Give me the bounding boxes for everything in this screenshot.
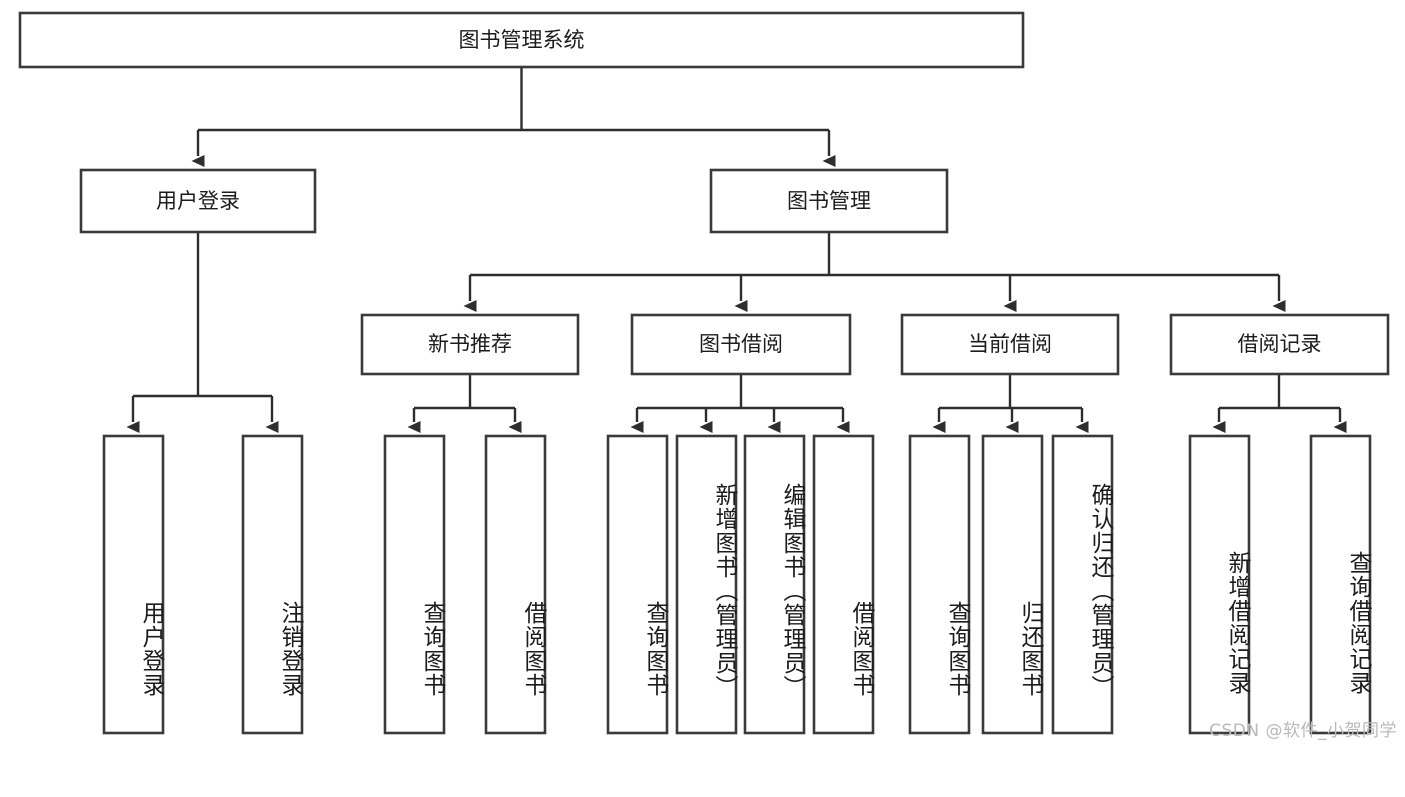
csdn-watermark: CSDN @软件_小贺同学 [1209, 721, 1397, 741]
connector-layer [126, 67, 1347, 433]
node-user-login[interactable]: 用户登录 [79, 168, 317, 234]
node-borrow-record-label: 借阅记录 [1238, 332, 1322, 356]
leaf-edit-book-admin-box[interactable] [743, 434, 806, 735]
leaf-return-book-box[interactable] [981, 434, 1044, 735]
node-new-book-recommend[interactable]: 新书推荐 [360, 313, 580, 376]
node-layer: 图书管理系统 用户登录 图书管理 新书推荐 图书借阅 [18, 11, 1390, 735]
leaf-query-book-current-box[interactable] [908, 434, 971, 735]
leaf-query-book-rec-box[interactable] [383, 434, 446, 735]
node-current-borrow[interactable]: 当前借阅 [900, 313, 1120, 376]
node-user-login-box[interactable] [79, 168, 317, 234]
node-book-borrow[interactable]: 图书借阅 [630, 313, 852, 376]
leaf-borrow-book-rec-box[interactable] [484, 434, 547, 735]
leaf-add-book-admin-box[interactable] [675, 434, 738, 735]
node-borrow-record[interactable]: 借阅记录 [1169, 313, 1390, 376]
leaf-query-book-borrow-box[interactable] [606, 434, 669, 735]
node-borrow-record-box[interactable] [1169, 313, 1390, 376]
leaf-user-login-box[interactable] [102, 434, 165, 735]
node-current-borrow-label: 当前借阅 [968, 332, 1052, 356]
node-user-login-label: 用户登录 [156, 189, 240, 213]
leaf-query-borrow-record-box[interactable] [1309, 434, 1372, 735]
leaf-logout-box[interactable] [241, 434, 304, 735]
leaf-confirm-return-admin-box[interactable] [1051, 434, 1114, 735]
node-root-label: 图书管理系统 [459, 28, 585, 52]
node-new-book-recommend-label: 新书推荐 [428, 332, 512, 356]
node-book-management-label: 图书管理 [787, 189, 871, 213]
node-root[interactable]: 图书管理系统 [18, 11, 1025, 69]
node-root-box[interactable] [18, 11, 1025, 69]
node-book-management-box[interactable] [709, 168, 949, 234]
hierarchy-diagram: 图书管理系统 用户登录 图书管理 新书推荐 图书借阅 [18, 11, 1397, 741]
node-book-management[interactable]: 图书管理 [709, 168, 949, 234]
node-book-borrow-box[interactable] [630, 313, 852, 376]
node-new-book-recommend-box[interactable] [360, 313, 580, 376]
leaf-add-borrow-record-box[interactable] [1188, 434, 1251, 735]
node-book-borrow-label: 图书借阅 [699, 332, 783, 356]
node-current-borrow-box[interactable] [900, 313, 1120, 376]
leaf-borrow-book-box[interactable] [812, 434, 875, 735]
diagram-canvas: 图书管理系统 用户登录 图书管理 新书推荐 图书借阅 [18, 11, 1390, 735]
